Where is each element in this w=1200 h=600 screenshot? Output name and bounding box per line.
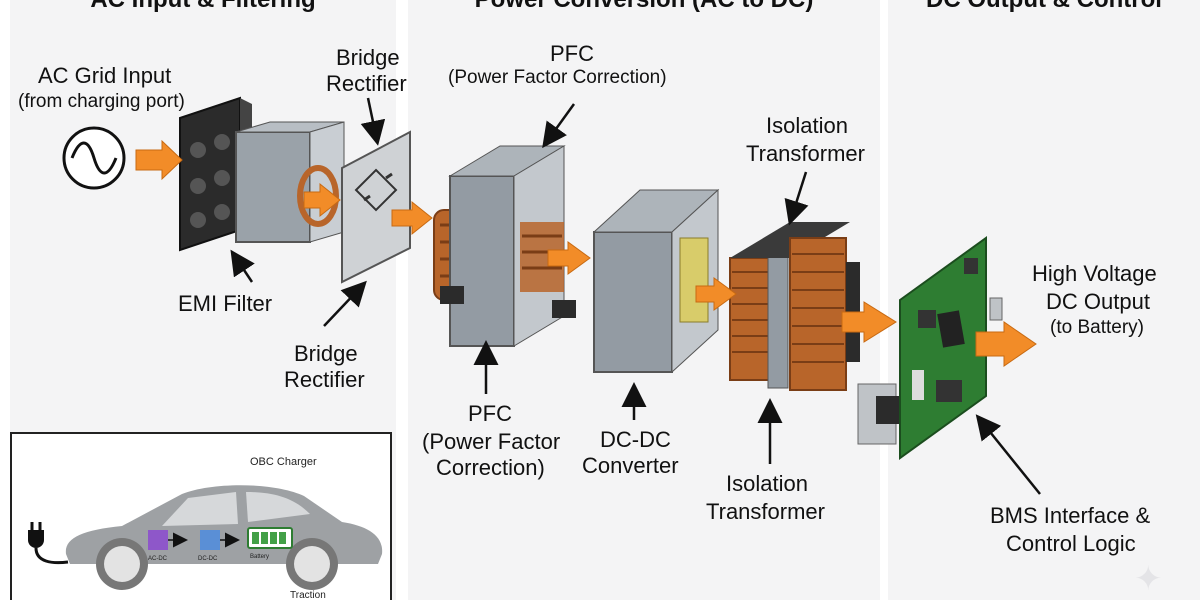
hv-dc-output-sublabel: (to Battery)	[1050, 317, 1144, 338]
bms-control-board-component	[857, 236, 1003, 460]
dcdc-converter-label: DC-DC	[600, 427, 671, 452]
sparkle-icon: ✦	[1134, 560, 1163, 598]
inset-caption: Traction	[290, 590, 326, 600]
dcdc-converter-component	[592, 188, 720, 374]
section-title: AC Input & Filtering	[10, 0, 396, 14]
ac-grid-input-label: AC Grid Input	[38, 63, 172, 88]
bridge-rectifier-component	[341, 130, 411, 284]
hv-dc-output-label: High Voltage	[1032, 261, 1157, 286]
bridge-rectifier-top-label: Bridge	[336, 45, 400, 70]
obc-vehicle-inset: OBC Charger AC-DC DC-DC Battery Traction	[10, 432, 392, 600]
bridge-rectifier-top-label-2: Rectifier	[326, 71, 407, 96]
bms-interface-label-2: Control Logic	[1006, 531, 1136, 556]
hv-dc-output-label-2: DC Output	[1046, 289, 1150, 314]
pfc-component	[433, 145, 576, 347]
section-title: Power Conversion (AC to DC)	[408, 0, 880, 14]
bridge-rectifier-bottom-label: Bridge	[294, 341, 358, 366]
pfc-bottom-sublabel: (Power Factor	[422, 429, 561, 454]
power-flow-arrows	[135, 139, 1037, 367]
callout-arrows	[230, 97, 1041, 495]
dcdc-converter-label-2: Converter	[582, 453, 679, 478]
isolation-transformer-top-label: Isolation	[766, 113, 848, 138]
isolation-transformer-bottom-label-2: Transformer	[706, 499, 825, 524]
car-silhouette	[28, 485, 383, 590]
inset-block-acdc: AC-DC	[148, 556, 167, 562]
pfc-bottom-label: PFC	[468, 401, 512, 426]
inset-block-battery: Battery	[250, 554, 270, 560]
isolation-transformer-top-label-2: Transformer	[746, 141, 865, 166]
ac-grid-input-sublabel: (from charging port)	[18, 91, 185, 112]
section-title: DC Output & Control	[888, 0, 1200, 14]
bridge-rectifier-bottom-label-2: Rectifier	[284, 367, 365, 392]
inset-block-dcdc: DC-DC	[198, 556, 218, 562]
isolation-transformer-component	[729, 222, 860, 391]
pfc-top-sublabel: (Power Factor Correction)	[448, 67, 667, 88]
plug-icon	[28, 522, 69, 565]
pfc-bottom-sublabel-2: Correction)	[436, 455, 545, 480]
inset-title: OBC Charger	[250, 456, 317, 468]
ac-source-icon	[62, 126, 126, 190]
emi-filter-component	[179, 96, 345, 252]
isolation-transformer-bottom-label: Isolation	[726, 471, 808, 496]
bms-interface-label: BMS Interface &	[990, 503, 1151, 528]
emi-filter-label: EMI Filter	[178, 291, 273, 316]
pfc-top-label: PFC	[550, 41, 594, 66]
